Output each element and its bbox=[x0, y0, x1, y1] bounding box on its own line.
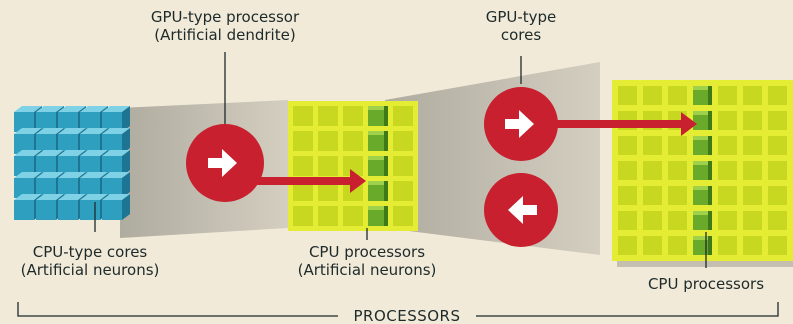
cpu-processor-grid-right bbox=[612, 80, 793, 267]
processors-label-text: PROCESSORS bbox=[353, 307, 461, 324]
gpu-processor-label-line1: GPU-type processor bbox=[150, 8, 300, 26]
arrow-right-icon bbox=[208, 149, 237, 177]
cpu-cores-label: CPU-type cores (Artificial neurons) bbox=[0, 243, 180, 279]
cpu-cores-label-line1: CPU-type cores bbox=[32, 243, 148, 261]
gpu-processor-circle bbox=[186, 124, 264, 202]
arrow-left-icon bbox=[508, 196, 537, 224]
cpu-processor-grid-middle bbox=[288, 101, 418, 231]
gpu-core-circle-bottom bbox=[484, 173, 558, 247]
cpu-processors-middle-label: CPU processors (Artificial neurons) bbox=[267, 243, 467, 279]
arrow-to-right-grid bbox=[525, 112, 697, 136]
cpu-type-cores-cube bbox=[14, 106, 130, 220]
cpu-processors-right-label: CPU processors bbox=[616, 275, 793, 293]
gpu-cores-label-line1: GPU-type bbox=[485, 8, 557, 26]
gpu-cores-label-line2: cores bbox=[500, 26, 542, 44]
cpu-cores-label-line2: (Artificial neurons) bbox=[20, 261, 160, 279]
cpu-processors-middle-label-line1: CPU processors bbox=[308, 243, 426, 261]
processors-label: PROCESSORS bbox=[340, 307, 474, 324]
gpu-processor-label: GPU-type processor (Artificial dendrite) bbox=[130, 8, 320, 44]
gpu-cores-label: GPU-type cores bbox=[466, 8, 576, 44]
cpu-processors-middle-label-line2: (Artificial neurons) bbox=[297, 261, 437, 279]
gpu-processor-label-line2: (Artificial dendrite) bbox=[154, 26, 296, 44]
arrow-right-icon bbox=[505, 110, 534, 138]
leader-lines bbox=[17, 52, 779, 317]
arrow-to-middle-grid bbox=[232, 169, 366, 193]
cpu-processors-right-label-text: CPU processors bbox=[647, 275, 765, 293]
gpu-core-circle-top bbox=[484, 87, 558, 161]
